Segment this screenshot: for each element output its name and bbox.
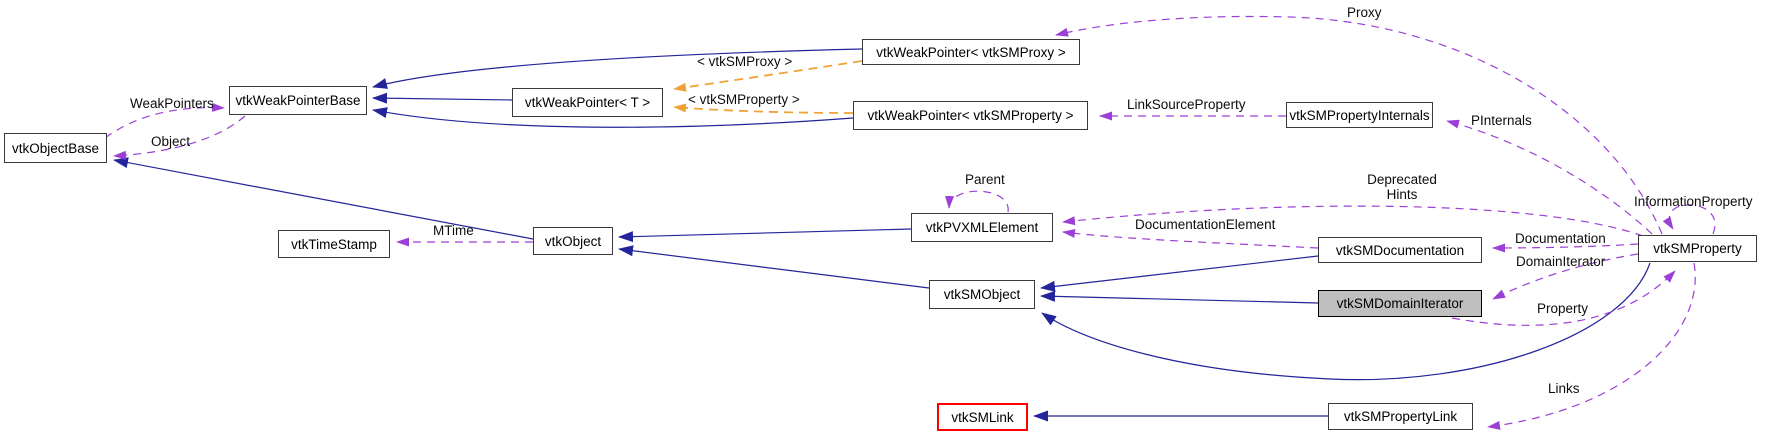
class-node-vtkSMLink[interactable]: vtkSMLink: [937, 403, 1028, 431]
edge-usage-proxy: [1055, 15, 1663, 235]
edge-label-linksourceproperty: LinkSourceProperty: [1127, 97, 1246, 112]
edge-label-mtime: MTime: [433, 223, 474, 238]
edge-inheritance-vtkWeakPointerT-to-vtkWeakPointerBase: [372, 92, 513, 104]
edge-label-pinternals: PInternals: [1471, 113, 1532, 128]
edge-inheritance-vtkPVXMLElement-to-vtkObject: [618, 228, 912, 243]
edge-label-documentation: Documentation: [1515, 231, 1606, 246]
edge-usage-parent-selfloop: [945, 190, 1009, 213]
edge-inheritance-vtkObject-to-vtkObjectBase: [113, 157, 534, 240]
class-node-vtkSMDocumentation[interactable]: vtkSMDocumentation: [1318, 237, 1482, 263]
edge-label-links: Links: [1548, 381, 1580, 396]
edge-label-proxy: Proxy: [1347, 5, 1382, 20]
class-node-vtkObjectBase[interactable]: vtkObjectBase: [4, 133, 107, 163]
class-node-vtkSMObject[interactable]: vtkSMObject: [929, 280, 1035, 309]
edge-inheritance-vtkSMDocumentation-to-vtkSMObject: [1040, 255, 1319, 292]
edge-label-parent: Parent: [965, 172, 1005, 187]
class-node-vtkWeakPointer-vtkSMProxy[interactable]: vtkWeakPointer< vtkSMProxy >: [862, 39, 1080, 65]
edge-label-informationproperty: InformationProperty: [1634, 194, 1753, 209]
edge-label-domainiterator: DomainIterator: [1516, 254, 1606, 269]
edge-template-vtksmproxy: [673, 60, 863, 92]
edge-usage-property: [1451, 270, 1676, 326]
edge-inheritance-vtkWeakPointerProperty-to-vtkWeakPointerBase: [372, 107, 854, 128]
edge-inheritance-vtkSMDomainIterator-to-vtkSMObject: [1040, 290, 1319, 304]
edge-label-deprecated-hints: Deprecated Hints: [1352, 172, 1452, 202]
edge-usage-informationproperty-selfloop: [1662, 204, 1716, 235]
edge-inheritance-vtkWeakPointerProxy-to-vtkWeakPointerBase: [372, 48, 863, 89]
edge-label-documentationelement: DocumentationElement: [1135, 217, 1276, 232]
edge-usage-links: [1487, 262, 1696, 430]
class-node-vtkSMPropertyInternals[interactable]: vtkSMPropertyInternals: [1286, 102, 1433, 128]
edge-template-vtksmproperty: [673, 103, 854, 114]
edge-usage-weakpointers: [104, 102, 225, 139]
class-node-vtkWeakPointer-vtkSMProperty[interactable]: vtkWeakPointer< vtkSMProperty >: [853, 101, 1088, 130]
class-node-vtkPVXMLElement[interactable]: vtkPVXMLElement: [911, 213, 1053, 242]
class-node-vtkSMProperty[interactable]: vtkSMProperty: [1638, 235, 1757, 262]
class-node-vtkTimeStamp[interactable]: vtkTimeStamp: [278, 230, 390, 258]
edge-label-object: Object: [151, 134, 191, 149]
edge-label-property: Property: [1537, 301, 1589, 316]
edge-label-hints: Hints: [1386, 187, 1418, 202]
edge-inheritance-vtkSMObject-to-vtkObject: [618, 245, 930, 289]
class-node-vtkObject[interactable]: vtkObject: [533, 227, 613, 255]
class-node-vtkSMPropertyLink[interactable]: vtkSMPropertyLink: [1328, 403, 1473, 430]
edge-label-deprecated: Deprecated: [1367, 172, 1437, 187]
class-node-vtkWeakPointerBase[interactable]: vtkWeakPointerBase: [229, 86, 367, 115]
edge-label-weakpointers: WeakPointers: [130, 96, 214, 111]
class-node-vtkSMDomainIterator: vtkSMDomainIterator: [1318, 290, 1482, 317]
edge-usage-pinternals: [1446, 119, 1653, 235]
edge-label-template-vtksmproxy: < vtkSMProxy >: [697, 54, 793, 69]
edge-inheritance-vtkSMProperty-to-vtkSMObject: [1041, 262, 1651, 381]
edge-usage-domainiterator: [1492, 253, 1639, 300]
class-node-vtkWeakPointer-T[interactable]: vtkWeakPointer< T >: [512, 88, 663, 117]
edge-usage-documentation: [1492, 243, 1639, 253]
edge-label-template-vtksmproperty: < vtkSMProperty >: [688, 92, 800, 107]
edge-usage-documentationelement: [1062, 228, 1319, 249]
